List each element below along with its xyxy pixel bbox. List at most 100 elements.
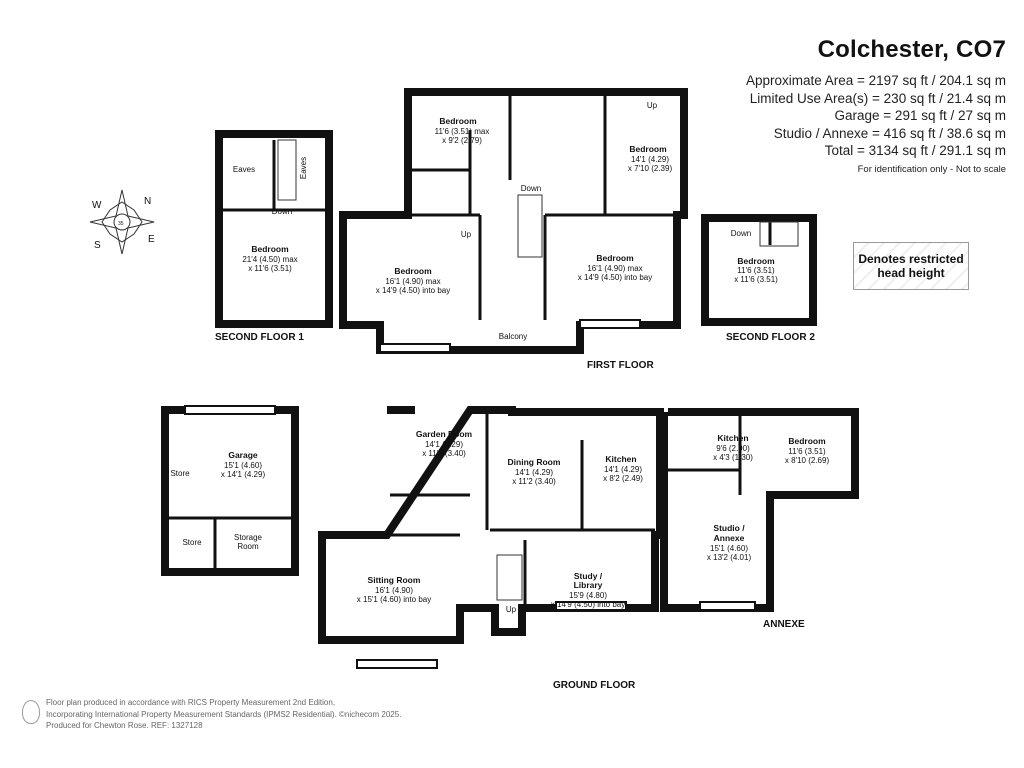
footer-line-1: Floor plan produced in accordance with R… [46,698,336,707]
room-garage: Garage 15'1 (4.60) x 14'1 (4.29) [221,450,266,479]
svg-text:x 7'10 (2.39): x 7'10 (2.39) [628,164,673,173]
floor-label-second-2: SECOND FLOOR 2 [726,332,815,343]
floor-label-ground: GROUND FLOOR [553,680,636,691]
room-dining-room: Dining Room 14'1 (4.29) x 11'2 (3.40) [508,457,561,486]
garage-outline [161,406,299,576]
ff-outline [339,88,688,354]
svg-text:14'1 (4.29): 14'1 (4.29) [631,155,669,164]
sf1-stairs [277,139,297,201]
svg-text:16'1 (4.90): 16'1 (4.90) [375,586,413,595]
svg-text:11'6 (3.51): 11'6 (3.51) [737,266,775,275]
svg-text:11'6 (3.51) max: 11'6 (3.51) max [435,127,490,136]
ff-down: Down [521,184,541,193]
svg-text:Bedroom: Bedroom [737,256,775,266]
svg-text:Bedroom: Bedroom [251,244,289,254]
sf1-eaves-left: Eaves [233,165,255,174]
svg-text:14'1 (4.29): 14'1 (4.29) [515,468,553,477]
svg-text:Studio /: Studio / [713,523,745,533]
room-annexe-kitchen: Kitchen 9'6 (2.90) x 4'3 (1.30) [713,433,753,462]
svg-text:Room: Room [237,542,259,551]
gf-outline [318,406,664,644]
footer-line-2: Incorporating International Property Mea… [46,709,402,719]
floor-label-second-1: SECOND FLOOR 1 [215,332,304,343]
annexe-outline [660,408,859,612]
svg-text:Storage: Storage [234,533,263,542]
sf1-outline [215,130,333,328]
svg-text:Kitchen: Kitchen [717,433,748,443]
svg-text:Annexe: Annexe [714,533,745,543]
svg-text:14'1 (4.29): 14'1 (4.29) [604,465,642,474]
svg-text:x 8'10 (2.69): x 8'10 (2.69) [785,456,830,465]
ff-up-right: Up [647,101,658,110]
svg-text:15'1 (4.60): 15'1 (4.60) [224,461,262,470]
identification-note: For identification only - Not to scale [857,164,1006,175]
svg-text:Bedroom: Bedroom [439,116,477,126]
svg-text:x 14'1 (4.29): x 14'1 (4.29) [221,470,266,479]
area-studio: Studio / Annexe = 416 sq ft / 38.6 sq m [773,125,1006,141]
accessibility-icon [22,700,40,724]
svg-text:x 15'1 (4.60) into bay: x 15'1 (4.60) into bay [357,595,431,604]
room-studio-annexe: Studio / Annexe 15'1 (4.60) x 13'2 (4.01… [707,523,752,562]
compass-n: N [144,196,151,207]
area-limited: Limited Use Area(s) = 230 sq ft / 21.4 s… [749,90,1006,106]
area-summary: Approximate Area = 2197 sq ft / 204.1 sq… [746,72,1006,160]
restricted-height-legend: Denotes restricted head height [853,242,969,290]
svg-text:16'1 (4.90) max: 16'1 (4.90) max [587,264,642,273]
compass-s: S [94,240,101,251]
ff-up-left: Up [461,230,472,239]
svg-text:x 11'2 (3.40): x 11'2 (3.40) [512,477,556,486]
sf2-stairs [759,221,799,247]
svg-text:14'1 (4.29): 14'1 (4.29) [425,440,463,449]
svg-text:x 13'2 (4.01): x 13'2 (4.01) [707,553,752,562]
svg-text:Dining Room: Dining Room [508,457,561,467]
gf-up: Up [506,605,517,614]
room-storage-room: Storage Room [234,533,263,551]
svg-text:Study /: Study / [574,571,603,581]
svg-text:Library: Library [574,580,603,590]
room-ff-bedroom-right: Bedroom 16'1 (4.90) max x 14'9 (4.50) in… [578,253,652,282]
property-title: Colchester, CO7 [817,36,1006,63]
svg-text:x 11'6 (3.51): x 11'6 (3.51) [248,264,292,273]
svg-text:x 8'2 (2.49): x 8'2 (2.49) [603,474,643,483]
ff-balcony: Balcony [499,332,527,341]
svg-text:Bedroom: Bedroom [596,253,634,263]
floor-label-annexe: ANNEXE [763,619,805,630]
footer-notes: Floor plan produced in accordance with R… [46,697,401,732]
room-sitting-room: Sitting Room 16'1 (4.90) x 15'1 (4.60) i… [357,575,431,604]
svg-text:Sitting Room: Sitting Room [368,575,421,585]
area-total: Total = 3134 sq ft / 291.1 sq m [824,143,1006,158]
compass-w: W [92,200,102,211]
svg-text:Bedroom: Bedroom [629,144,667,154]
svg-text:15'1 (4.60): 15'1 (4.60) [710,544,748,553]
garage-store-lower: Store [182,538,202,547]
garage-store-upper: Store [170,469,190,478]
room-ff-bedroom-left: Bedroom 16'1 (4.90) max x 14'9 (4.50) in… [376,266,450,295]
svg-text:x 14'9 (4.50) into bay: x 14'9 (4.50) into bay [578,273,652,282]
svg-text:21'4 (4.50) max: 21'4 (4.50) max [242,255,297,264]
svg-text:16'1 (4.90) max: 16'1 (4.90) max [385,277,440,286]
footer-line-3: Produced for Chewton Rose. REF: 1327128 [46,721,203,730]
room-annexe-bedroom: Bedroom 11'6 (3.51) x 8'10 (2.69) [785,436,830,465]
svg-text:x 14'9 (4.50) into bay: x 14'9 (4.50) into bay [551,600,625,609]
svg-text:Garage: Garage [228,450,258,460]
room-garden-room: Garden Room 14'1 (4.29) x 11'2 (3.40) [416,429,473,458]
room-ff-bedroom-top-right: Bedroom 14'1 (4.29) x 7'10 (2.39) [628,144,673,173]
svg-text:Bedroom: Bedroom [788,436,826,446]
svg-text:Bedroom: Bedroom [394,266,432,276]
svg-text:Kitchen: Kitchen [605,454,636,464]
svg-text:x 9'2 (2.79): x 9'2 (2.79) [442,136,482,145]
sf1-down: Down [272,207,292,216]
gf-stairs [496,554,523,601]
svg-text:9'6 (2.90): 9'6 (2.90) [716,444,750,453]
ff-stairs [517,194,543,258]
svg-text:x 11'2 (3.40): x 11'2 (3.40) [422,449,466,458]
compass-e: E [148,234,155,245]
floor-label-first: FIRST FLOOR [587,360,654,371]
sf2-outline [701,214,817,326]
room-study-library: Study / Library 15'9 (4.80) x 14'9 (4.50… [551,571,625,609]
room-sf2-bedroom: Bedroom 11'6 (3.51) x 11'6 (3.51) [734,256,778,284]
room-sf1-bedroom: Bedroom 21'4 (4.50) max x 11'6 (3.51) [242,244,297,273]
room-kitchen: Kitchen 14'1 (4.29) x 8'2 (2.49) [603,454,643,483]
svg-text:x 14'9 (4.50) into bay: x 14'9 (4.50) into bay [376,286,450,295]
